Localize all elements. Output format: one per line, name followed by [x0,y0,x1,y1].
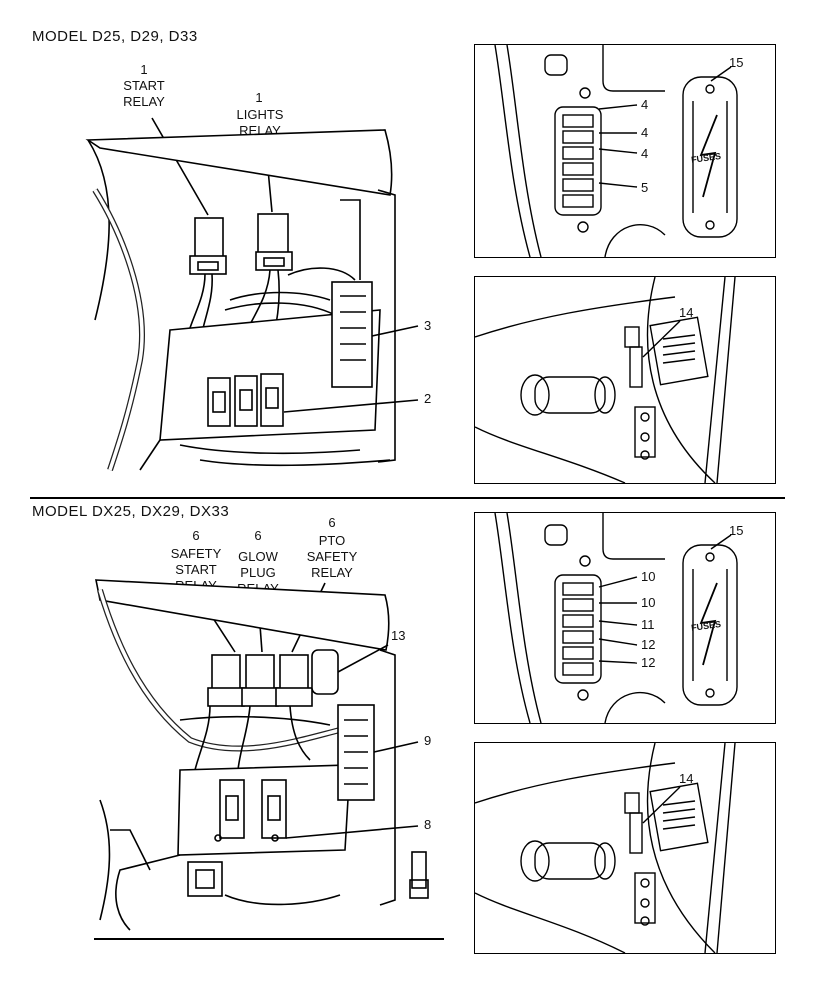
glow-plug-relay-number: 6 [254,528,262,543]
part-number-3: 3 [424,318,432,333]
fuse-box-drawing-dx [494,513,738,723]
part-number-13: 13 [391,628,406,643]
part-number-8: 8 [424,817,432,832]
start-relay-label-line1: START [123,78,165,93]
part-number-2: 2 [424,391,432,406]
bottom-engine-detail-panel: 14 [474,742,776,954]
part-number-4-b: 4 [641,125,649,140]
engine-detail-drawing-dx [475,743,736,953]
engine-detail-drawing [475,277,736,483]
glow-plug-relay-label-line2: PLUG [240,565,276,580]
glow-plug-relay-label-line3: RELAY [237,581,279,596]
lights-relay-number: 1 [255,90,263,105]
part-number-5: 5 [641,180,649,195]
top-fuse-box-panel: FUSES 15 4 4 4 5 [474,44,776,258]
lights-relay-label-line2: RELAY [239,123,281,138]
part-number-12-a: 12 [641,637,656,652]
part-number-9: 9 [424,733,432,748]
safety-start-relay-number: 6 [192,528,200,543]
part-number-4-a: 4 [641,97,649,112]
bottom-left-rule [94,938,444,940]
part-number-15-dx: 15 [729,523,744,538]
part-number-15: 15 [729,55,744,70]
part-number-14: 14 [679,305,694,320]
safety-start-relay-label-line3: RELAY [175,578,217,593]
start-relay-number: 1 [140,62,148,77]
safety-start-relay-label-line1: SAFETY [170,546,222,561]
pto-safety-relay-label-line1: PTO [318,533,346,548]
fuse-box-drawing [494,45,738,257]
pto-safety-relay-label-line3: RELAY [311,565,353,580]
start-relay-label-line2: RELAY [123,94,165,109]
bottom-fuse-box-panel: FUSES 15 10 10 11 12 12 [474,512,776,724]
safety-start-relay-label-line2: START [175,562,217,577]
pto-safety-relay-number: 6 [328,515,336,530]
glow-plug-relay-label-line1: GLOW [238,549,278,564]
top-model-title: MODEL D25, D29, D33 [32,28,198,45]
lights-relay-label-line1: LIGHTS [236,107,284,122]
part-number-10-a: 10 [641,569,656,584]
part-number-10-b: 10 [641,595,656,610]
part-number-4-c: 4 [641,146,649,161]
bottom-model-title: MODEL DX25, DX29, DX33 [32,503,230,520]
part-number-14-dx: 14 [679,771,694,786]
top-engine-detail-panel: 14 [474,276,776,484]
pto-safety-relay-label-line2: SAFETY [306,549,358,564]
section-divider [30,497,785,499]
part-number-11: 11 [641,617,655,632]
part-number-12-b: 12 [641,655,656,670]
